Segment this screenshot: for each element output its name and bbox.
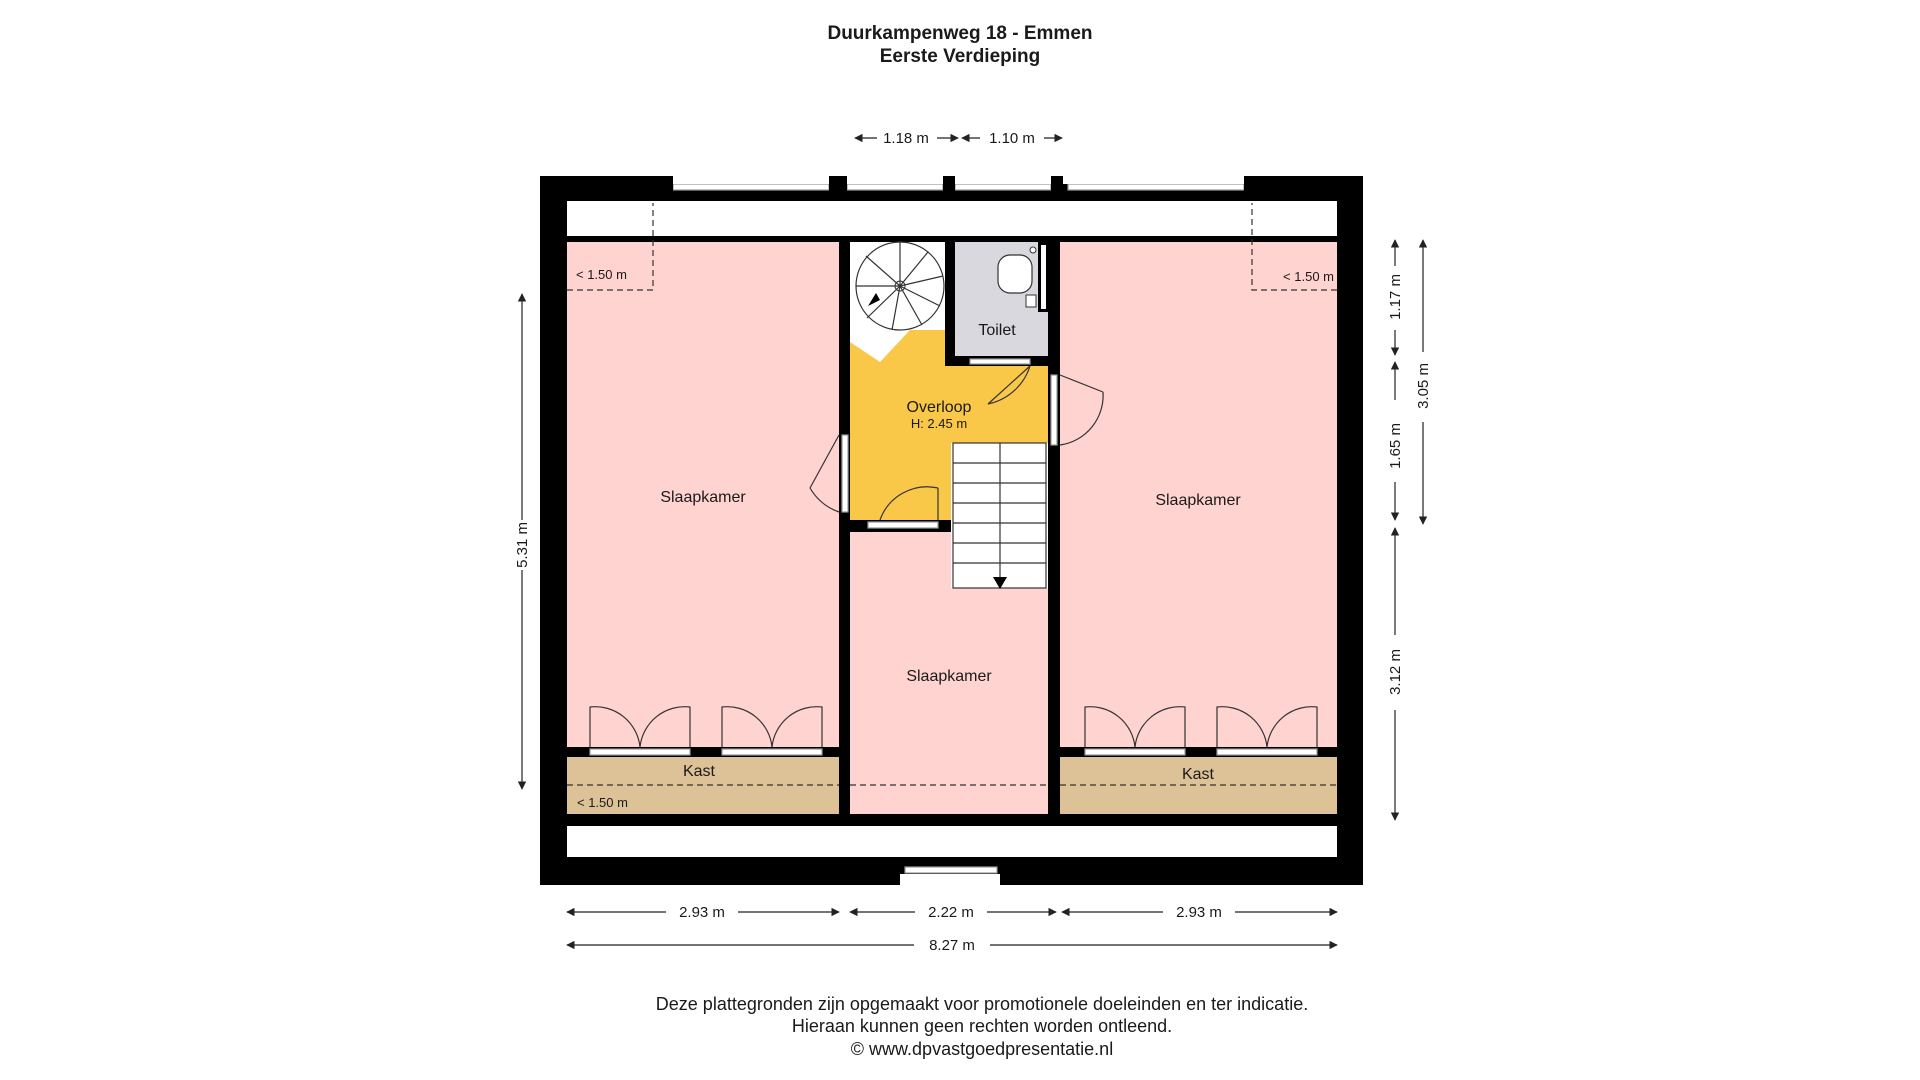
svg-text:1.10 m: 1.10 m xyxy=(989,130,1035,147)
room-label-bedroom-middle: Slaapkamer xyxy=(906,668,992,685)
room-label-closet-left: Kast xyxy=(683,763,716,780)
room-label-landing: Overloop xyxy=(907,399,972,416)
svg-text:5.31 m: 5.31 m xyxy=(514,522,531,568)
svg-text:2.93 m: 2.93 m xyxy=(679,904,725,921)
toilet-cistern xyxy=(1041,245,1046,309)
wall-closet-left xyxy=(567,747,839,757)
footer-disclaimer-2: Hieraan kunnen geen rechten worden ontle… xyxy=(792,1016,1172,1036)
wall-toilet-left xyxy=(945,236,955,366)
low-ceiling-line-top-left xyxy=(567,203,654,291)
window-top-gap-3 xyxy=(1051,176,1063,201)
wall-top-right-block xyxy=(1244,176,1363,201)
window-top-1 xyxy=(672,183,830,191)
svg-text:8.27 m: 8.27 m xyxy=(929,937,975,954)
wall-left-bedroom xyxy=(839,236,850,826)
dimension-bottom-1: 2.93 m xyxy=(566,904,840,921)
svg-text:1.65 m: 1.65 m xyxy=(1387,423,1404,469)
dimension-bottom-total: 8.27 m xyxy=(566,937,1338,954)
dimension-top-1: 1.18 m xyxy=(854,130,959,147)
plan-title: Duurkampenweg 18 - Emmen xyxy=(827,23,1092,44)
dimension-left-height: 5.31 m xyxy=(514,293,531,790)
dimension-right-3: 3.12 m xyxy=(1387,527,1404,821)
window-top-2 xyxy=(846,183,944,191)
wall-right-bedroom xyxy=(1048,236,1060,826)
room-label-bedroom-right: Slaapkamer xyxy=(1155,492,1241,509)
plan-subtitle: Eerste Verdieping xyxy=(880,46,1041,67)
window-top-3 xyxy=(954,183,1052,191)
window-bottom xyxy=(904,866,998,874)
svg-text:2.93 m: 2.93 m xyxy=(1176,904,1222,921)
dimension-bottom-2: 2.22 m xyxy=(849,904,1057,921)
svg-text:1.18 m: 1.18 m xyxy=(883,130,929,147)
wall-top-mid-left xyxy=(673,176,829,184)
svg-text:3.05 m: 3.05 m xyxy=(1415,363,1432,409)
window-top-gap-1 xyxy=(829,176,847,201)
attic-strip-bottom xyxy=(567,826,1337,857)
spiral-staircase xyxy=(855,241,945,331)
attic-strip-top xyxy=(567,201,1337,236)
toilet-fixture xyxy=(997,246,1037,308)
wall-stair-right xyxy=(1048,520,1060,530)
svg-text:2.22 m: 2.22 m xyxy=(928,904,974,921)
height-note-top-right: < 1.50 m xyxy=(1283,269,1334,284)
svg-text:3.12 m: 3.12 m xyxy=(1387,649,1404,695)
wall-top-left-block xyxy=(540,176,673,201)
straight-staircase xyxy=(952,442,1047,589)
wall-top-mid-b xyxy=(955,176,1051,184)
window-top-gap-2 xyxy=(943,176,955,201)
footer-copyright: © www.dpvastgoedpresentatie.nl xyxy=(851,1039,1113,1059)
room-label-toilet: Toilet xyxy=(978,322,1016,339)
window-bottom-opening xyxy=(900,874,1000,885)
height-note-bottom-left: < 1.50 m xyxy=(577,795,628,810)
room-label-closet-right: Kast xyxy=(1182,766,1215,783)
wall-closet-right xyxy=(1060,747,1337,757)
wall-top-mid-right xyxy=(1063,176,1244,184)
doors xyxy=(589,358,1318,756)
dimension-right-2: 1.65 m xyxy=(1387,361,1404,521)
height-note-top-left: < 1.50 m xyxy=(576,267,627,282)
dimension-right-total: 3.05 m xyxy=(1415,239,1432,525)
svg-text:1.17 m: 1.17 m xyxy=(1387,274,1404,320)
bedroom-left-floor xyxy=(567,242,839,747)
bedroom-right-floor xyxy=(1060,242,1337,747)
room-label-landing-height: H: 2.45 m xyxy=(911,416,967,431)
low-ceiling-line-top-right xyxy=(1251,203,1337,291)
wall-top-mid-a xyxy=(847,176,943,184)
window-top-4 xyxy=(1067,183,1245,191)
dimension-right-1: 1.17 m xyxy=(1387,239,1404,356)
room-label-bedroom-left: Slaapkamer xyxy=(660,489,746,506)
footer-disclaimer: Deze plattegronden zijn opgemaakt voor p… xyxy=(656,994,1308,1014)
wall-bottom-rooms xyxy=(567,814,1337,826)
dimension-top-2: 1.10 m xyxy=(961,130,1063,147)
dimension-bottom-3: 2.93 m xyxy=(1061,904,1338,921)
